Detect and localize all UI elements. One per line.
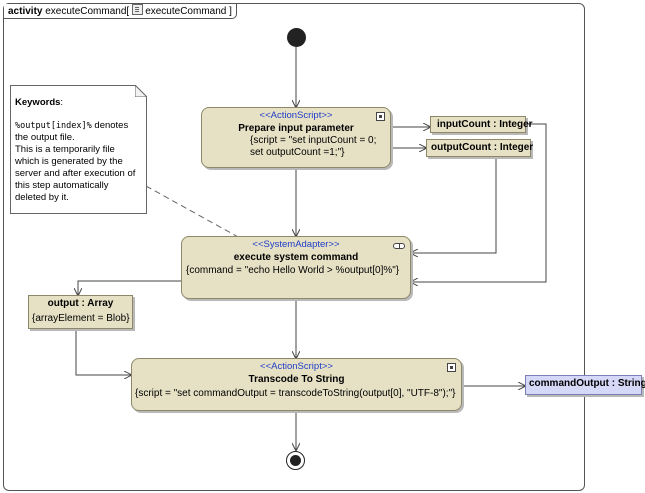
prepare-script-line1: {script = "set inputCount = 0;	[250, 135, 377, 146]
flow-output-to-transcode	[75, 329, 131, 375]
note-code: %output[index]%	[15, 121, 92, 131]
action-prepare-input-parameter[interactable]: <<ActionScript>> Prepare input parameter…	[201, 107, 391, 168]
initial-node	[287, 28, 306, 47]
execute-stereotype: <<SystemAdapter>>	[252, 239, 340, 250]
pin-input-count[interactable]: inputCount : Integer	[430, 116, 533, 133]
frame-type-ref: executeCommand	[145, 6, 227, 17]
transcode-name: Transcode To String	[248, 374, 345, 385]
note-line5: server and after execution of	[15, 168, 136, 179]
note-colon: :	[60, 97, 64, 108]
final-node	[286, 451, 305, 470]
note-anchor-line	[145, 185, 241, 239]
output-array-prop: {arrayElement = Blob}	[32, 313, 130, 324]
note-line7: deleted by it.	[15, 192, 69, 203]
input-count-label: inputCount : Integer	[437, 119, 533, 130]
note-line2: the output file.	[15, 132, 75, 143]
prepare-script-line2: set outputCount =1;"}	[250, 147, 345, 158]
frame-close-bracket: ]	[229, 6, 232, 17]
activity-type-icon	[132, 4, 144, 15]
action-execute-system-command[interactable]: <<SystemAdapter>> execute system command…	[181, 236, 411, 299]
pin-output-array[interactable]: output : Array {arrayElement = Blob}	[28, 295, 133, 329]
transcode-script-prop: {script = "set commandOutput = transcode…	[135, 388, 456, 399]
transcode-stereotype: <<ActionScript>>	[260, 361, 333, 372]
frame-keyword: activity	[8, 6, 43, 17]
action-transcode-to-string[interactable]: <<ActionScript>> Transcode To String {sc…	[131, 358, 462, 411]
note-heading: Keywords	[15, 97, 61, 108]
frame-title-tab: activity executeCommand[ executeCommand ]	[4, 4, 237, 19]
output-count-label: outputCount : Integer	[431, 142, 534, 153]
note-fold-corner	[135, 85, 147, 97]
note-line4: which is generated by the	[15, 156, 123, 167]
flow-execute-to-output	[78, 280, 181, 295]
parameter-command-output[interactable]: commandOutput : String	[525, 375, 645, 395]
pin-output-count[interactable]: outputCount : Integer	[426, 139, 534, 157]
note-line3: This is a temporarily file	[15, 144, 115, 155]
output-array-label: output : Array	[47, 298, 114, 309]
execute-name: execute system command	[233, 252, 359, 263]
prepare-name: Prepare input parameter	[238, 123, 354, 134]
command-output-label: commandOutput : String	[529, 378, 645, 389]
keywords-note: Keywords: %output[index]% denotes the ou…	[10, 85, 147, 214]
execute-command-prop: {command = "echo Hello World > %output[0…	[186, 265, 400, 276]
action-script-icon	[447, 363, 456, 372]
note-line1: denotes	[91, 120, 129, 131]
flow-inputcount-to-execute	[411, 123, 547, 282]
prepare-stereotype: <<ActionScript>>	[259, 110, 333, 121]
system-adapter-icon	[393, 243, 405, 249]
flow-outputcount-to-execute	[411, 157, 497, 253]
action-script-icon	[376, 112, 385, 121]
frame-name: executeCommand[	[45, 6, 130, 17]
note-line6: this step automatically	[15, 180, 109, 191]
